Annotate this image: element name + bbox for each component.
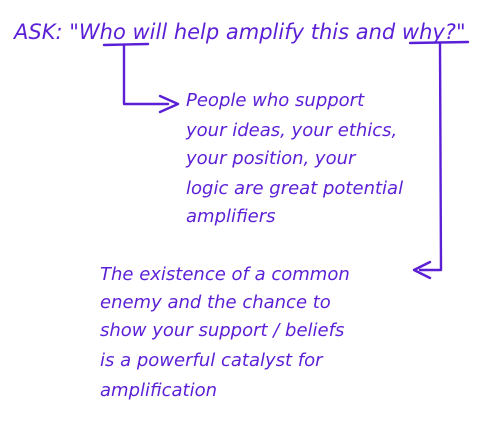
why-note-line: is a powerful catalyst for [100, 350, 323, 371]
why-note-line: show your support / beliefs [100, 320, 345, 341]
why-arrow [418, 42, 443, 272]
why-underline [408, 40, 470, 45]
who-note-line: People who support [186, 90, 365, 111]
who-note-line: amplifiers [186, 206, 276, 227]
question-heading: ASK: "Who will help amplify this and why… [14, 20, 466, 44]
why-note-line: amplification [100, 380, 218, 401]
why-arrow-head [412, 260, 432, 280]
why-note-line: The existence of a common [100, 264, 350, 285]
who-arrow-head [158, 94, 180, 114]
who-note-line: your position, your [186, 148, 356, 169]
who-note-line: logic are great potential [186, 178, 404, 199]
who-note-line: your ideas, your ethics, [186, 120, 398, 141]
why-note-line: enemy and the chance to [100, 292, 331, 313]
who-arrow [122, 44, 170, 106]
who-underline [102, 42, 150, 47]
